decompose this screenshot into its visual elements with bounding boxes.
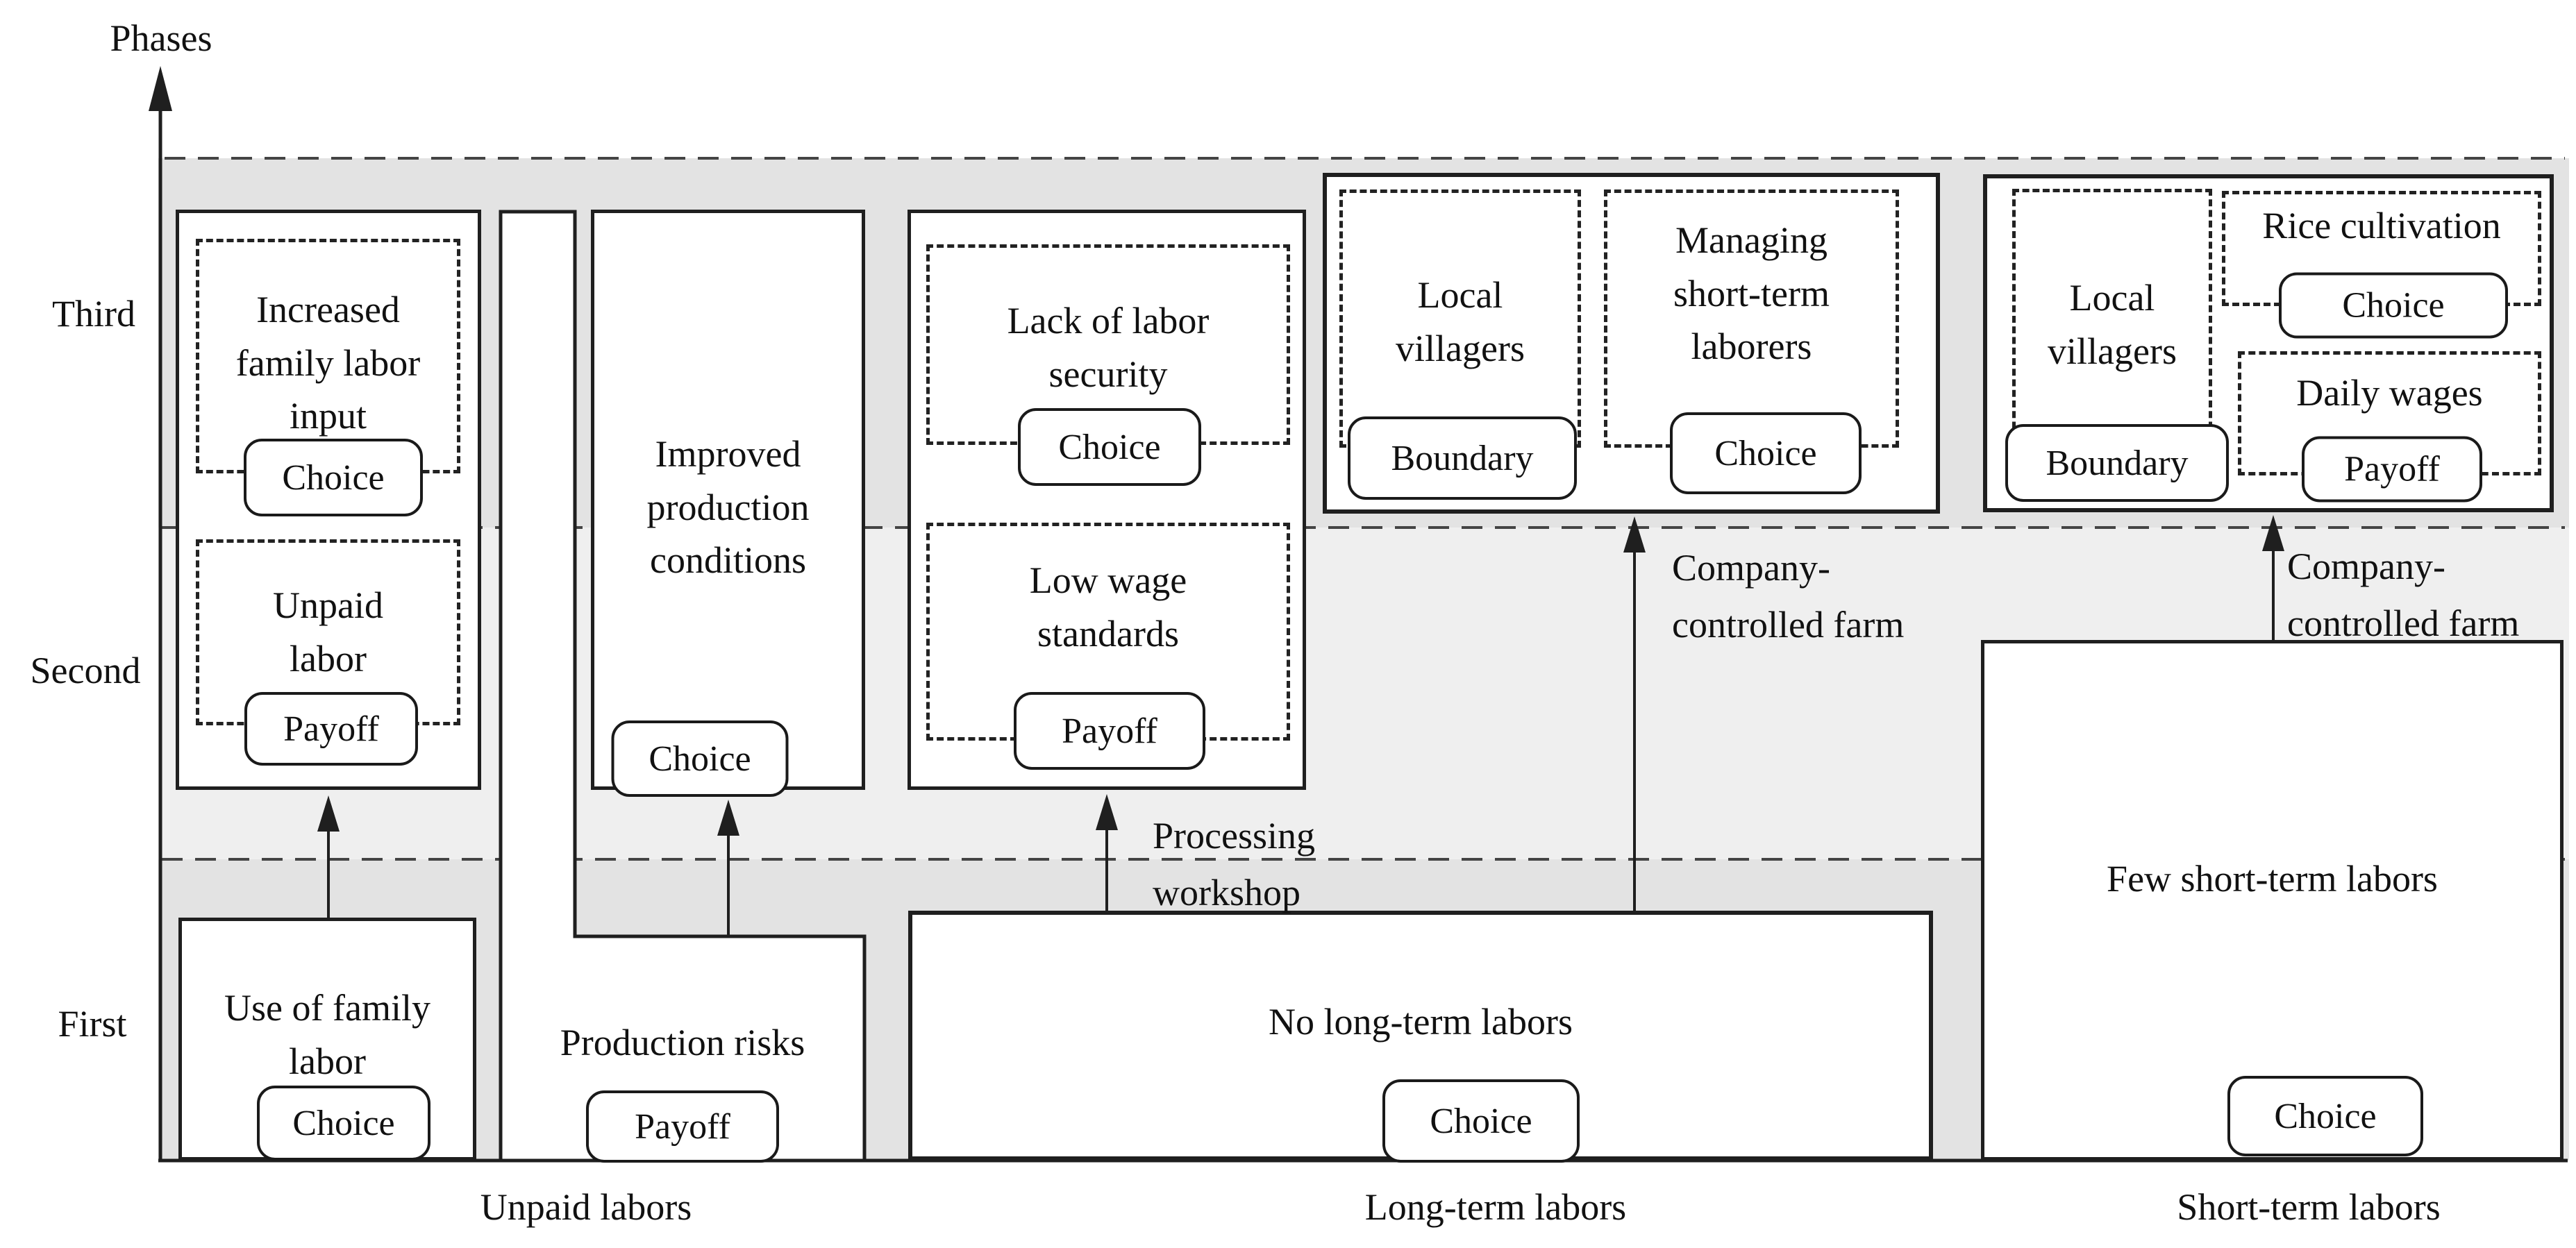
choice-badge-lack-of-security: Choice — [1018, 408, 1201, 486]
unpaid-labor-dashed-box: Unpaid labor — [196, 539, 460, 725]
phase-label-second: Second — [30, 650, 141, 691]
managing-short-term-dashed-box: Managing short-term laborers — [1604, 189, 1899, 448]
improved-production-label: Improved production conditions — [646, 432, 810, 582]
increased-family-labor-dashed-box: Increased family labor input — [196, 239, 460, 473]
rice-cultivation-label: Rice cultivation — [2262, 204, 2501, 246]
lack-of-labor-security-dashed-box: Lack of labor security — [926, 244, 1290, 445]
local-villagers-short-dashed-box: Local villagers — [2012, 189, 2212, 450]
phases-axis-arrowhead — [149, 66, 172, 111]
choice-badge-no-long-term: Choice — [1382, 1079, 1580, 1163]
category-label-unpaid-labors: Unpaid labors — [480, 1186, 692, 1228]
phases-axis-title: Phases — [110, 17, 212, 59]
low-wage-standards-label: Low wage standards — [1029, 559, 1187, 655]
boundary-badge-long: Boundary — [1348, 416, 1577, 500]
few-short-term-labors-label: Few short-term labors — [2107, 857, 2438, 900]
phase-label-third: Third — [52, 293, 135, 335]
production-risks-label-area: Production risks — [501, 1010, 864, 1076]
rice-cultivation-dashed-box: Rice cultivation — [2222, 191, 2541, 306]
company-controlled-farm-label-long: Company- controlled farm — [1672, 547, 1905, 646]
use-of-family-labor-label: Use of family labor — [224, 987, 430, 1082]
daily-wages-label: Daily wages — [2296, 372, 2483, 414]
boundary-badge-short: Boundary — [2005, 424, 2229, 502]
few-short-term-labors-box: Few short-term labors — [1981, 640, 2564, 1161]
no-long-term-labors-label: No long-term labors — [1269, 1000, 1573, 1043]
choice-badge-use-family: Choice — [257, 1086, 430, 1161]
phase-label-first: First — [58, 1003, 127, 1045]
choice-badge-managing: Choice — [1670, 412, 1862, 494]
improved-production-box: Improved production conditions — [591, 210, 865, 790]
managing-short-term-label: Managing short-term laborers — [1673, 219, 1830, 368]
choice-badge-rice: Choice — [2279, 272, 2508, 339]
category-label-short-term-labors: Short-term labors — [2177, 1186, 2441, 1228]
choice-badge-increased-family: Choice — [244, 439, 423, 516]
payoff-badge-low-wage: Payoff — [1014, 692, 1205, 770]
local-villagers-long-dashed-box: Local villagers — [1339, 189, 1581, 448]
lack-of-labor-security-label: Lack of labor security — [1007, 299, 1210, 395]
local-villagers-short-label: Local villagers — [2048, 276, 2177, 372]
choice-badge-improved-production: Choice — [611, 720, 789, 797]
payoff-badge-production-risks: Payoff — [586, 1090, 779, 1163]
increased-family-labor-label: Increased family labor input — [235, 288, 421, 437]
unpaid-labor-label: Unpaid labor — [273, 584, 383, 680]
company-controlled-farm-label-short: Company- controlled farm — [2287, 546, 2520, 644]
no-long-term-labors-box: No long-term labors — [908, 911, 1933, 1161]
payoff-badge-unpaid-labor: Payoff — [244, 692, 418, 766]
choice-badge-few-short-term: Choice — [2227, 1076, 2423, 1156]
production-risks-label: Production risks — [560, 1022, 805, 1064]
payoff-badge-daily-wages: Payoff — [2302, 436, 2482, 503]
processing-workshop-label: Processing workshop — [1153, 815, 1315, 913]
local-villagers-long-label: Local villagers — [1396, 274, 1525, 369]
category-label-long-term-labors: Long-term labors — [1364, 1186, 1627, 1228]
